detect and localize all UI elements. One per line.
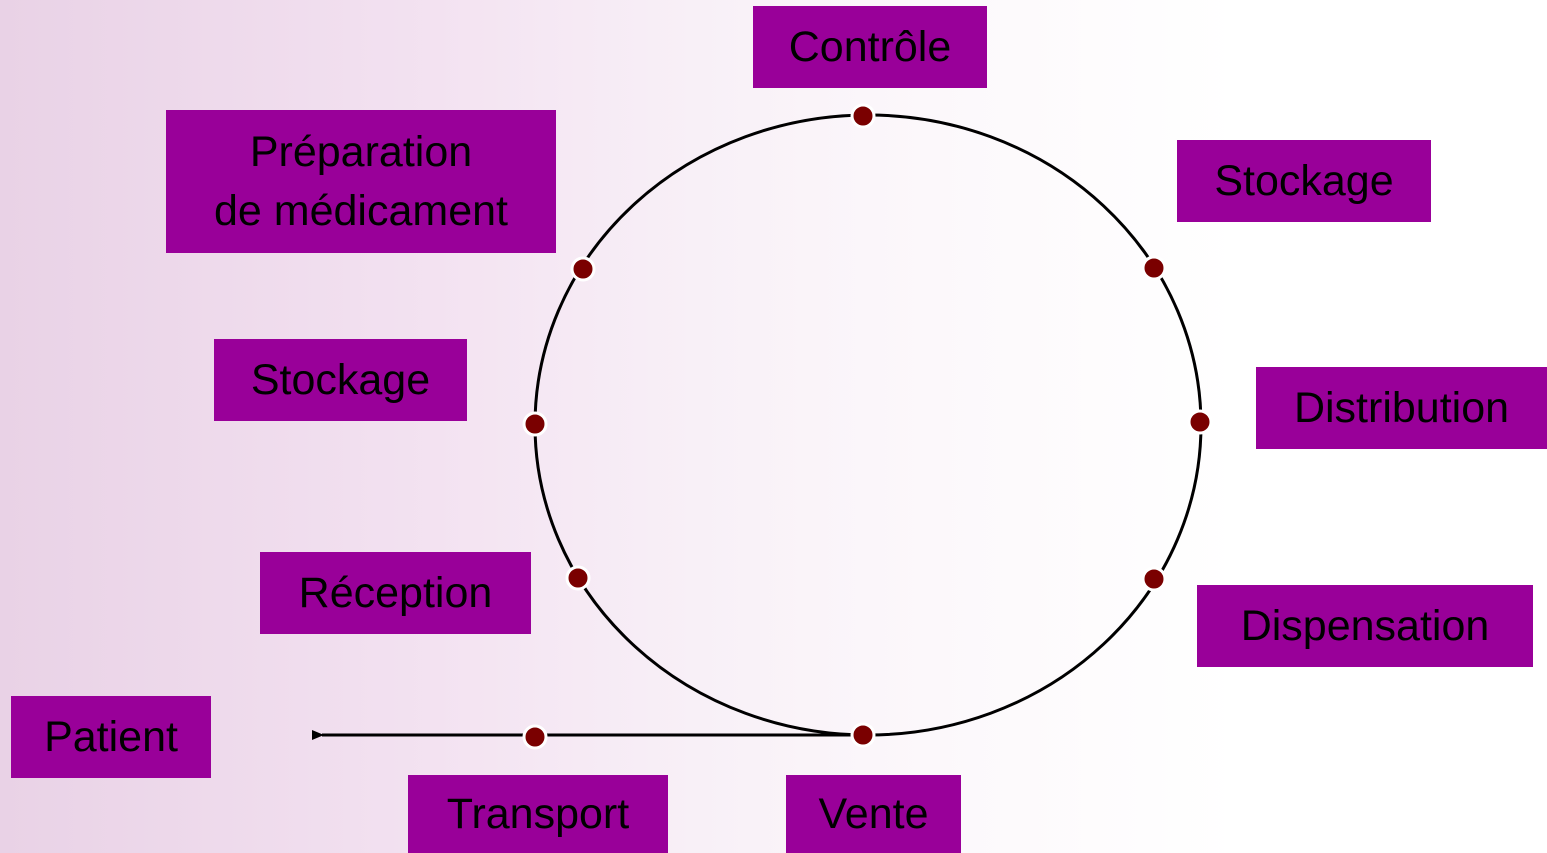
node-controle: [850, 103, 876, 129]
label-transport: Transport: [408, 775, 668, 853]
node-reception: [565, 565, 591, 591]
node-transport: [522, 724, 548, 750]
label-preparation: Préparation de médicament: [166, 110, 556, 253]
label-vente: Vente: [786, 775, 961, 853]
label-dispensation: Dispensation: [1197, 585, 1533, 667]
node-preparation: [570, 256, 596, 282]
label-stockage-right: Stockage: [1177, 140, 1431, 222]
label-distribution: Distribution: [1256, 367, 1547, 449]
label-stockage-left: Stockage: [214, 339, 467, 421]
node-stockage-left: [522, 411, 548, 437]
cycle-ring: [533, 113, 1203, 737]
label-reception: Réception: [260, 552, 531, 634]
label-controle: Contrôle: [753, 6, 987, 88]
label-patient: Patient: [11, 696, 211, 778]
node-vente: [850, 722, 876, 748]
node-distribution: [1187, 409, 1213, 435]
node-stockage-right: [1141, 255, 1167, 281]
node-dispensation: [1141, 566, 1167, 592]
